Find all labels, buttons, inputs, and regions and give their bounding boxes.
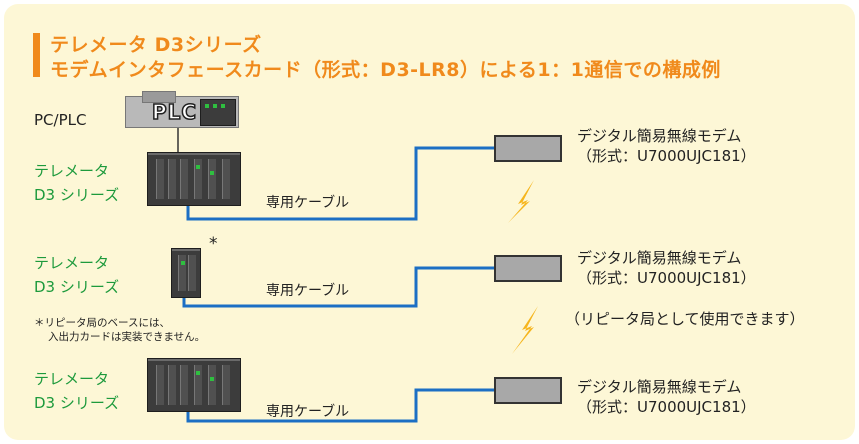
- diagram-title-line2: モデムインタフェースカード（形式：D3-LR8）による1：1通信での構成例: [50, 59, 721, 81]
- device-label-line1: テレメータ: [34, 370, 110, 388]
- title-accent-bar: [33, 33, 40, 77]
- device-label-row1: テレメータ D3 シリーズ: [34, 159, 119, 207]
- device-label-line2: D3 シリーズ: [34, 394, 120, 412]
- device-label-line1: テレメータ: [34, 254, 110, 272]
- modem-box: [494, 255, 562, 282]
- cable-row1: [186, 146, 494, 221]
- lightning-bolt-icon: [512, 306, 538, 354]
- modem-label-row1: デジタル簡易無線モデム （形式：U7000UJC181）: [577, 126, 756, 166]
- modem-label-row2: デジタル簡易無線モデム （形式：U7000UJC181）: [577, 248, 756, 288]
- footnote: ＊リピータ局のベースには、 入出力カードは実装できません。: [34, 316, 205, 344]
- modem-label-row3: デジタル簡易無線モデム （形式：U7000UJC181）: [577, 377, 756, 417]
- cable-label-row3: 専用ケーブル: [266, 404, 350, 420]
- modem-model: （形式：U7000UJC181）: [577, 269, 756, 287]
- modem-box: [494, 377, 562, 404]
- repeater-asterisk: *: [209, 234, 218, 254]
- modem-box: [494, 135, 562, 162]
- device-label-line1: テレメータ: [34, 162, 110, 180]
- plc-io-modules: [200, 99, 236, 126]
- device-label-line2: D3 シリーズ: [34, 278, 120, 296]
- cable-label-row2: 専用ケーブル: [266, 283, 350, 299]
- repeater-note: （リピータ局として使用できます）: [565, 310, 805, 328]
- plc-badge: PLC: [151, 99, 198, 125]
- modem-model: （形式：U7000UJC181）: [577, 398, 756, 416]
- diagram-panel: [4, 4, 855, 440]
- modem-model: （形式：U7000UJC181）: [577, 147, 756, 165]
- device-label-row3: テレメータ D3 シリーズ: [34, 367, 119, 415]
- modem-name: デジタル簡易無線モデム: [577, 249, 742, 267]
- cable-label-row1: 専用ケーブル: [266, 195, 350, 211]
- cable-row2: [182, 266, 494, 308]
- plc-device-top: [142, 91, 176, 103]
- d3-repeater-image: [171, 248, 201, 298]
- device-label-row2: テレメータ D3 シリーズ: [34, 251, 119, 299]
- modem-name: デジタル簡易無線モデム: [577, 127, 742, 145]
- cable-row3: [186, 388, 494, 423]
- d3-rack-image: [147, 152, 241, 206]
- footnote-line1: ＊リピータ局のベースには、: [34, 317, 170, 329]
- d3-rack-image: [147, 358, 241, 412]
- pc-plc-label: PC/PLC: [34, 111, 87, 129]
- device-label-line2: D3 シリーズ: [34, 186, 120, 204]
- modem-name: デジタル簡易無線モデム: [577, 378, 742, 396]
- lightning-bolt-icon: [508, 180, 534, 223]
- footnote-line2: 入出力カードは実装できません。: [48, 331, 206, 343]
- diagram-title-line1: テレメータ D3シリーズ: [50, 34, 262, 56]
